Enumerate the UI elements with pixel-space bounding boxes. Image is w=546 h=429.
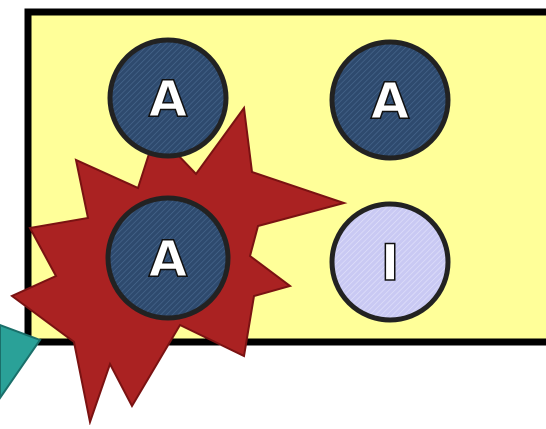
node-label: A — [371, 72, 410, 130]
node-circle: I — [329, 201, 451, 323]
node-label: A — [149, 70, 188, 128]
node-label: A — [149, 230, 188, 288]
node-circle: A — [329, 39, 451, 161]
node-circle: A — [105, 195, 231, 321]
pointer-arrow — [0, 323, 42, 400]
node-label: I — [381, 234, 400, 292]
node-circle: A — [107, 37, 229, 159]
